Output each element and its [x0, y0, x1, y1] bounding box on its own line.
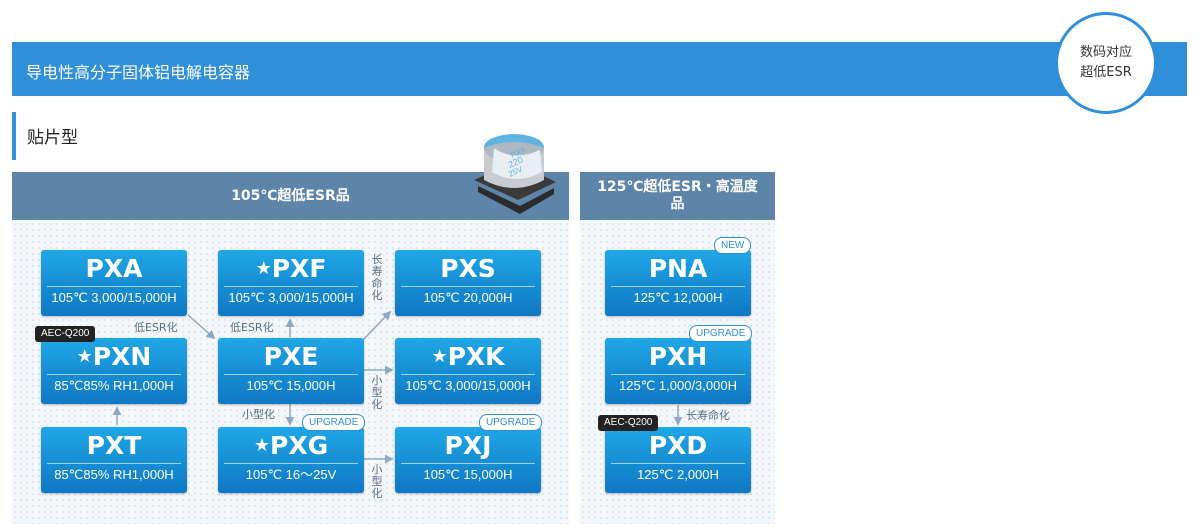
- card-divider: [401, 463, 535, 464]
- product-name-pxe: PXE: [263, 342, 319, 371]
- card-divider: [611, 374, 745, 375]
- badge-line-2: 超低ESR: [1080, 65, 1132, 80]
- product-spec-pxf: 105℃ 3,000/15,000H: [228, 290, 354, 305]
- product-name-pxf: ★PXF: [255, 254, 327, 283]
- product-name-pxn: ★PXN: [76, 342, 152, 371]
- product-name-pxg: ★PXG: [253, 431, 329, 460]
- product-name-pxt: PXT: [86, 431, 142, 460]
- product-name-pxk: ★PXK: [431, 342, 505, 371]
- section-marker: [12, 112, 16, 160]
- product-spec-pxk: 105℃ 3,000/15,000H: [405, 378, 531, 393]
- product-card-pxf[interactable]: ★PXF 105℃ 3,000/15,000H: [218, 250, 364, 316]
- star-icon: ★: [255, 258, 272, 279]
- product-name-pxh: PXH: [648, 342, 708, 371]
- note-miniature-vertical-1: 小型化: [371, 374, 383, 411]
- upgrade-tag-pxg: UPGRADE: [302, 414, 366, 431]
- left-panel-title-text: 105℃超低ESR品: [231, 187, 350, 204]
- note-low-esr-1: 低ESR化: [134, 321, 178, 334]
- product-card-pxs[interactable]: PXS 105℃ 20,000H: [395, 250, 541, 316]
- arrow-pxa-to-pxe: [187, 314, 216, 340]
- product-card-pxj[interactable]: PXJ 105℃ 15,000H: [395, 427, 541, 493]
- category-header-bar: [12, 42, 1187, 96]
- note-long-life-vertical: 长寿命化: [371, 253, 383, 302]
- card-divider: [47, 374, 181, 375]
- star-icon: ★: [431, 346, 448, 367]
- new-tag-pna: NEW: [714, 237, 752, 254]
- product-card-pxk[interactable]: ★PXK 105℃ 3,000/15,000H: [395, 338, 541, 404]
- badge-line-1: 数码对应: [1079, 45, 1132, 60]
- product-name-pxj: PXJ: [444, 431, 492, 460]
- product-card-pxa[interactable]: PXA 105℃ 3,000/15,000H: [41, 250, 187, 316]
- aec-q200-tag-pxd: AEC-Q200: [598, 415, 659, 431]
- aec-q200-tag-pxn: AEC-Q200: [35, 326, 96, 342]
- section-title: 贴片型: [27, 128, 78, 148]
- low-esr-badge: 数码对应 超低ESR: [1055, 12, 1157, 114]
- product-card-pxd[interactable]: PXD 125℃ 2,000H: [605, 427, 751, 493]
- right-panel-title-line2: 品: [670, 196, 685, 212]
- product-spec-pxe: 105℃ 15,000H: [246, 378, 336, 393]
- product-spec-pxg: 105℃ 16～25V: [245, 467, 337, 482]
- arrow-pxe-to-pxs: [362, 310, 392, 341]
- capacitor-image: PXA 220 25V: [474, 134, 556, 214]
- product-name-pxa: PXA: [85, 254, 143, 283]
- note-low-esr-2: 低ESR化: [230, 321, 274, 334]
- card-divider: [47, 463, 181, 464]
- product-spec-pxd: 125℃ 2,000H: [637, 467, 719, 482]
- product-spec-pxs: 105℃ 20,000H: [423, 290, 513, 305]
- card-divider: [224, 286, 358, 287]
- product-card-pxn[interactable]: ★PXN 85℃85% RH1,000H: [41, 338, 187, 404]
- category-title: 导电性高分子固体铝电解电容器: [26, 63, 251, 82]
- card-divider: [224, 463, 358, 464]
- product-spec-pxa: 105℃ 3,000/15,000H: [51, 290, 177, 305]
- card-divider: [611, 463, 745, 464]
- product-card-pxg[interactable]: ★PXG 105℃ 16～25V: [218, 427, 364, 493]
- upgrade-tag-pxj: UPGRADE: [479, 414, 543, 431]
- card-divider: [224, 374, 358, 375]
- card-divider: [401, 374, 535, 375]
- card-divider: [47, 286, 181, 287]
- product-spec-pxt: 85℃85% RH1,000H: [54, 467, 174, 482]
- note-long-life-horizontal: 长寿命化: [686, 409, 730, 422]
- product-card-pxe[interactable]: PXE 105℃ 15,000H: [218, 338, 364, 404]
- note-miniature-horizontal: 小型化: [242, 408, 275, 421]
- note-miniature-vertical-2: 小型化: [371, 463, 383, 500]
- upgrade-tag-pxh: UPGRADE: [689, 325, 753, 342]
- product-name-pxs: PXS: [440, 254, 496, 283]
- product-card-pxh[interactable]: PXH 125℃ 1,000/3,000H: [605, 338, 751, 404]
- product-name-pna: PNA: [648, 254, 708, 283]
- right-panel-title: 125℃超低ESR・高温度 品: [580, 172, 775, 220]
- product-spec-pna: 125℃ 12,000H: [633, 290, 723, 305]
- product-spec-pxn: 85℃85% RH1,000H: [54, 378, 174, 393]
- star-icon: ★: [76, 346, 93, 367]
- product-card-pxt[interactable]: PXT 85℃85% RH1,000H: [41, 427, 187, 493]
- product-card-pna[interactable]: PNA 125℃ 12,000H: [605, 250, 751, 316]
- star-icon: ★: [253, 435, 270, 456]
- product-spec-pxh: 125℃ 1,000/3,000H: [619, 378, 737, 393]
- card-divider: [401, 286, 535, 287]
- right-panel-title-line1: 125℃超低ESR・高温度: [597, 179, 758, 195]
- product-name-pxd: PXD: [648, 431, 708, 460]
- card-divider: [611, 286, 745, 287]
- product-spec-pxj: 105℃ 15,000H: [423, 467, 513, 482]
